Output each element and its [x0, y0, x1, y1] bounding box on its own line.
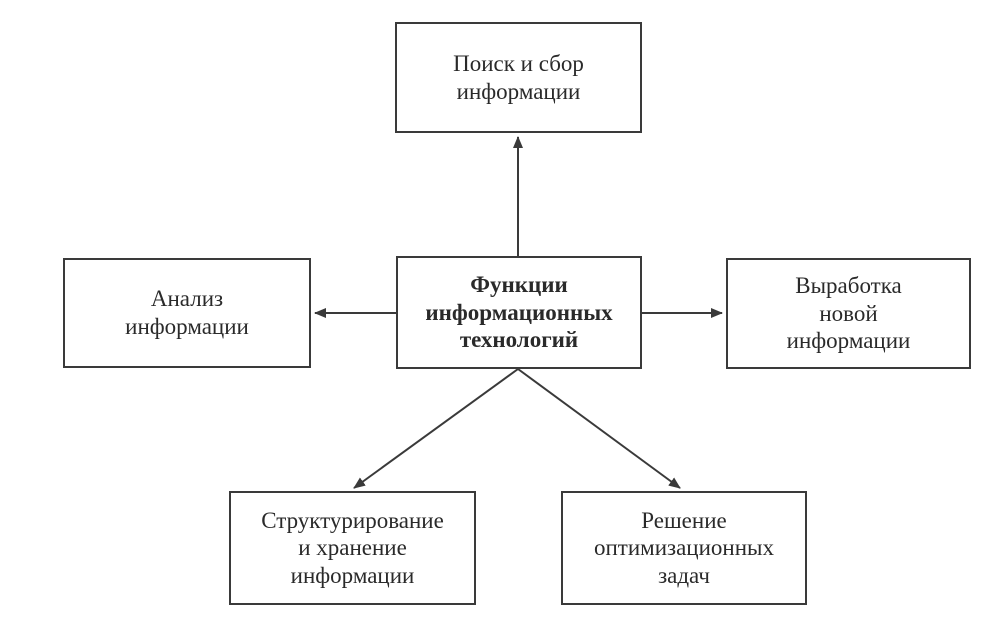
node-label: Функции информационных технологий	[425, 272, 613, 353]
node-label: Поиск и сбор информации	[453, 50, 584, 104]
node-new-information-development: Выработка новой информации	[726, 258, 971, 369]
node-structuring-and-storage: Структурирование и хранение информации	[229, 491, 476, 605]
arrow-to-optimization	[517, 368, 681, 489]
node-optimization-tasks: Решение оптимизационных задач	[561, 491, 807, 605]
node-label: Выработка новой информации	[786, 273, 911, 354]
node-label: Анализ информации	[125, 286, 249, 339]
node-information-analysis: Анализ информации	[63, 258, 311, 368]
node-it-functions-center: Функции информационных технологий	[396, 256, 642, 369]
node-label: Решение оптимизационных задач	[593, 507, 774, 588]
arrow-to-structuring	[353, 368, 519, 489]
node-search-and-collection: Поиск и сбор информации	[395, 22, 642, 133]
node-label: Структурирование и хранение информации	[261, 507, 444, 588]
